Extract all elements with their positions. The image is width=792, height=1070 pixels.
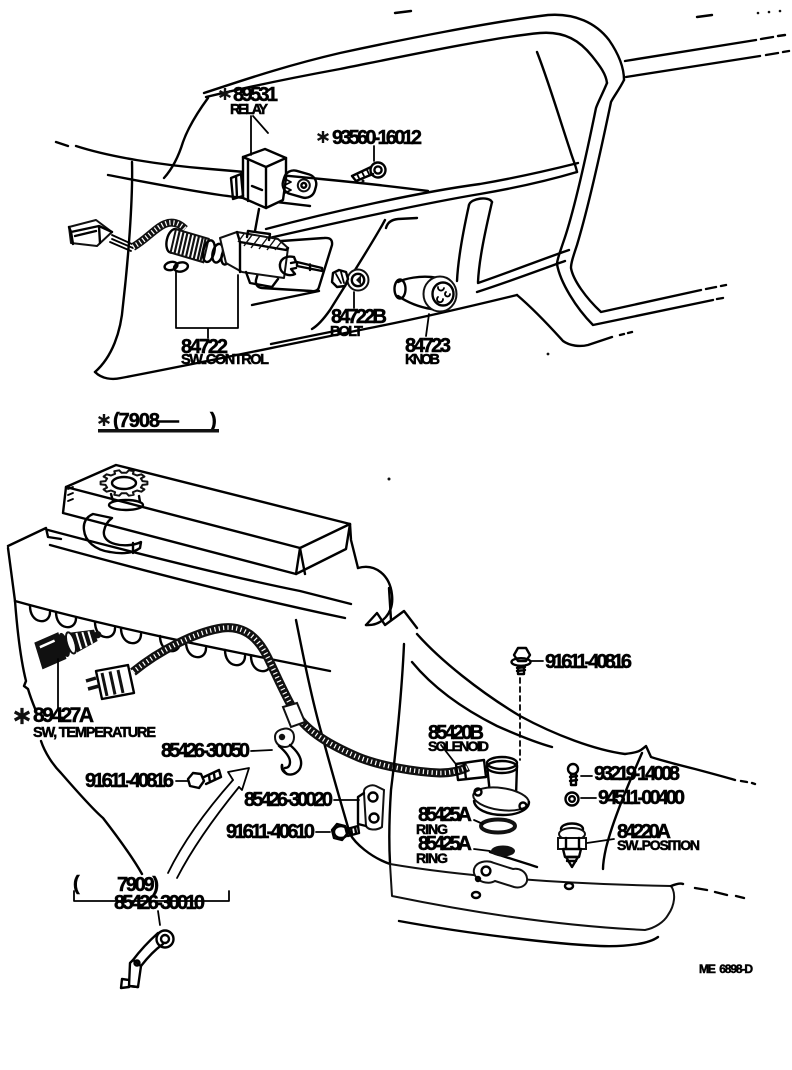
svg-text:84220A: 84220A [617,821,671,843]
svg-text:85420B: 85420B [428,722,484,744]
svg-text:84722B: 84722B [331,306,387,328]
svg-text:85426-30010: 85426-30010 [114,892,205,914]
svg-text:89427A: 89427A [33,704,94,727]
svg-text:85426-30050: 85426-30050 [161,740,250,762]
svg-text:): ) [210,410,217,432]
svg-text:85425A: 85425A [418,833,472,855]
svg-text:84722: 84722 [181,336,228,358]
svg-text:SOLENOID: SOLENOID [428,738,489,754]
svg-text:KNOB: KNOB [405,352,440,368]
svg-text:93219-14008: 93219-14008 [594,763,680,785]
svg-text:RELAY: RELAY [230,102,268,118]
svg-text:85425A: 85425A [418,804,472,826]
svg-text:89531: 89531 [233,84,278,106]
svg-text:(: ( [73,873,80,895]
svg-text:SW..POSITION: SW..POSITION [617,837,700,853]
svg-text:SW, TEMPERATURE: SW, TEMPERATURE [33,725,156,741]
svg-text:RING: RING [416,821,448,837]
svg-text:7909): 7909) [117,874,159,896]
svg-text:84723: 84723 [405,335,451,357]
svg-text:93560-16012: 93560-16012 [332,127,422,149]
svg-text:91611-40816: 91611-40816 [85,770,174,792]
svg-text:SW..CONTROL: SW..CONTROL [181,352,269,368]
svg-text:ME 6898-D: ME 6898-D [699,962,753,976]
svg-text:(7908—: (7908— [113,410,179,432]
svg-text:BOLT: BOLT [330,324,363,340]
svg-text:91611-40610: 91611-40610 [226,821,315,843]
svg-text:91611-40816: 91611-40816 [545,651,632,673]
svg-text:94511-00400: 94511-00400 [598,787,685,809]
svg-text:85426-30020: 85426-30020 [244,789,333,811]
svg-text:RING: RING [416,850,448,866]
